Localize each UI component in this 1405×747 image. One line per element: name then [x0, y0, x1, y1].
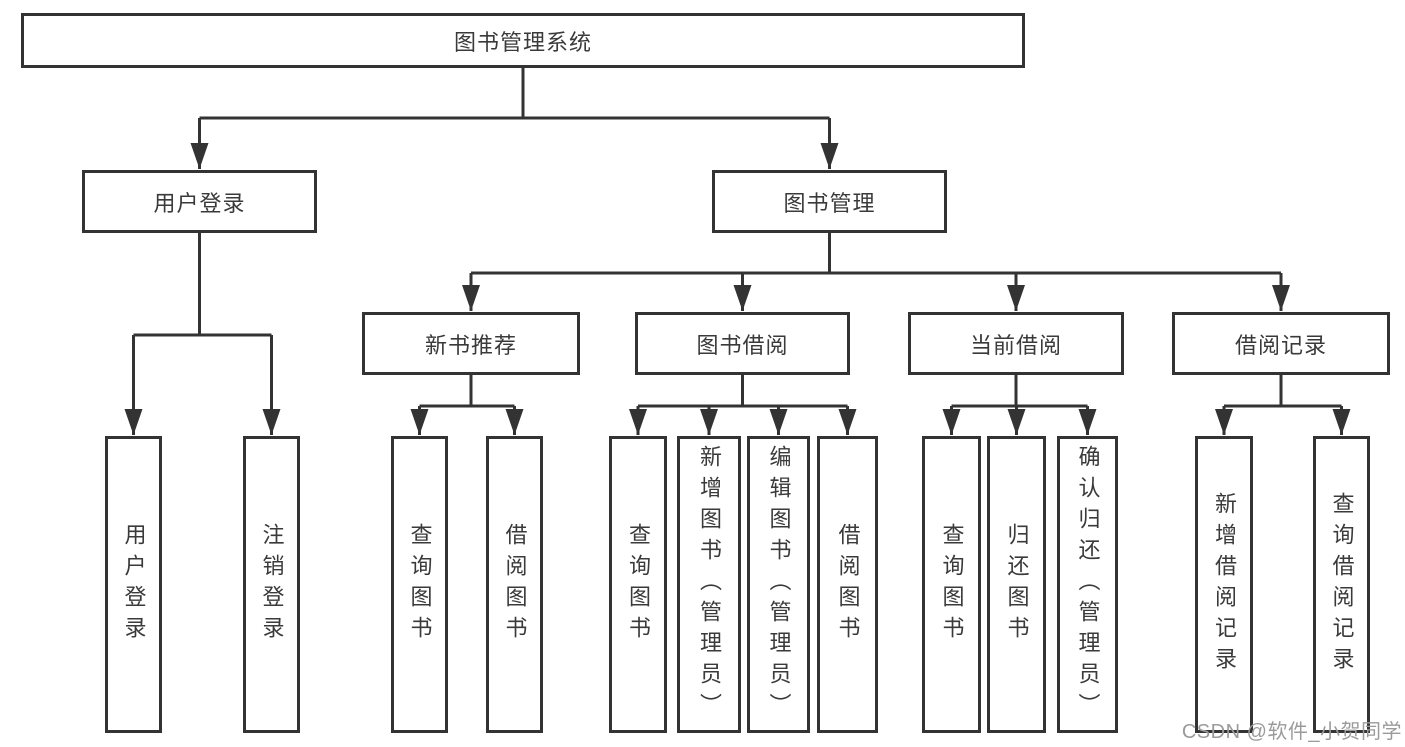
leaf-confirm-return-admin-label: 确认归还（管理员） — [1075, 445, 1101, 724]
leaf-edit-books-admin-label: 编辑图书（管理员） — [766, 445, 792, 724]
leaf-query-books-borrow: 查询图书 — [609, 436, 667, 733]
leaf-add-borrow-record-label: 新增借阅记录 — [1212, 491, 1237, 678]
node-borrowing-records: 借阅记录 — [1172, 312, 1390, 375]
leaf-query-books-borrow-label: 查询图书 — [626, 522, 651, 647]
leaf-logout-label: 注销登录 — [259, 522, 285, 647]
leaf-add-borrow-record: 新增借阅记录 — [1195, 436, 1253, 733]
leaf-add-books-admin: 新增图书（管理员） — [677, 436, 741, 733]
node-book-borrowing: 图书借阅 — [635, 312, 850, 375]
leaf-user-login: 用户登录 — [105, 436, 162, 733]
leaf-query-books-current-label: 查询图书 — [939, 522, 965, 647]
leaf-borrow-books-recommend-label: 借阅图书 — [502, 522, 528, 647]
leaf-user-login-label: 用户登录 — [121, 522, 147, 647]
leaf-return-books: 归还图书 — [987, 436, 1046, 733]
leaf-add-books-admin-label: 新增图书（管理员） — [697, 445, 722, 724]
leaf-borrow-books-recommend: 借阅图书 — [486, 436, 543, 733]
leaf-query-borrow-record: 查询借阅记录 — [1313, 436, 1370, 733]
node-book-management: 图书管理 — [712, 170, 947, 233]
leaf-borrow-books: 借阅图书 — [817, 436, 878, 733]
leaf-query-borrow-record-label: 查询借阅记录 — [1329, 491, 1355, 678]
leaf-confirm-return-admin: 确认归还（管理员） — [1057, 436, 1118, 733]
leaf-logout: 注销登录 — [243, 436, 300, 733]
node-current-borrowing: 当前借阅 — [908, 312, 1124, 375]
csdn-watermark: CSDN @软件_小贺同学 — [1181, 721, 1402, 743]
leaf-edit-books-admin: 编辑图书（管理员） — [747, 436, 810, 733]
node-user-login: 用户登录 — [82, 170, 317, 233]
leaf-query-books-current: 查询图书 — [922, 436, 981, 733]
leaf-borrow-books-label: 借阅图书 — [835, 522, 861, 647]
leaf-query-books-recommend-label: 查询图书 — [407, 522, 433, 647]
leaf-return-books-label: 归还图书 — [1004, 522, 1030, 647]
node-root-library-management-system: 图书管理系统 — [21, 13, 1025, 68]
leaf-query-books-recommend: 查询图书 — [391, 436, 448, 733]
node-new-book-recommendation: 新书推荐 — [362, 312, 580, 375]
